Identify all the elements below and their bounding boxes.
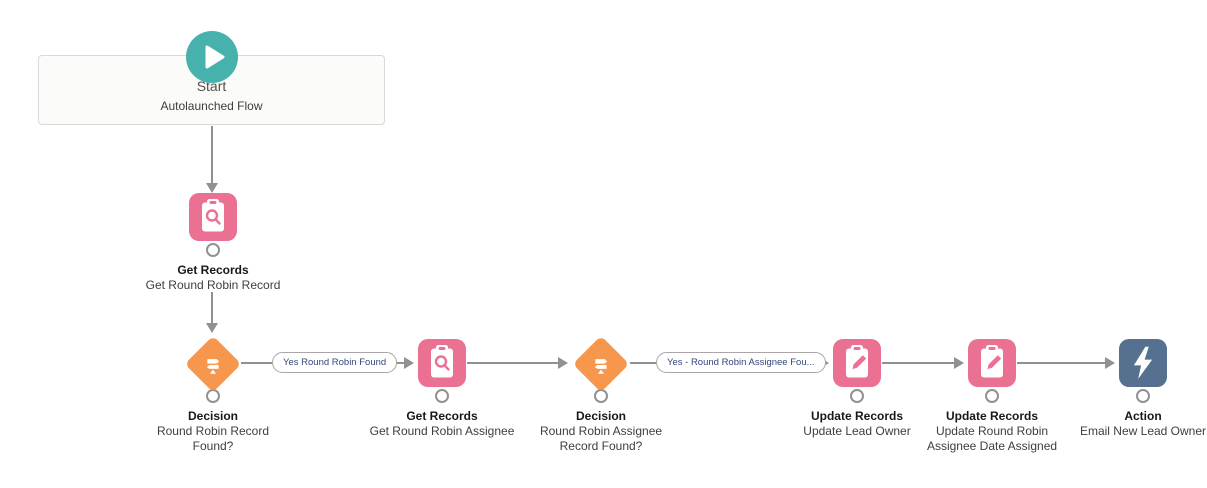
- connector-line: [630, 362, 656, 364]
- connector-port[interactable]: [435, 389, 449, 403]
- flow-node-get-round-robin-record[interactable]: Get Records Get Round Robin Record: [113, 193, 313, 293]
- clipboard-pencil-icon[interactable]: [833, 339, 881, 387]
- connector-port[interactable]: [1136, 389, 1150, 403]
- clipboard-search-icon[interactable]: [418, 339, 466, 387]
- connector-port[interactable]: [206, 389, 220, 403]
- node-title: Update Records: [945, 409, 1039, 423]
- connector-port[interactable]: [594, 389, 608, 403]
- node-label: Assignee Date Assigned: [926, 439, 1058, 453]
- signpost-icon[interactable]: [572, 335, 630, 392]
- connector-arrowhead: [558, 357, 568, 369]
- connector-line: [211, 126, 213, 183]
- connector-port[interactable]: [850, 389, 864, 403]
- start-title: Start: [196, 78, 227, 94]
- connector-port[interactable]: [985, 389, 999, 403]
- connector-line: [241, 362, 272, 364]
- node-label: Get Round Robin Record: [145, 278, 281, 292]
- flow-node-update-round-robin-assignee-date-assigned[interactable]: Update Records Update Round Robin Assign…: [892, 339, 1092, 454]
- flow-node-email-new-lead-owner[interactable]: Action Email New Lead Owner: [1043, 339, 1207, 439]
- connector-arrowhead: [404, 357, 414, 369]
- node-label: Update Lead Owner: [803, 424, 911, 438]
- flow-node-round-robin-record-found[interactable]: Decision Round Robin Record Found?: [113, 335, 313, 454]
- node-title: Get Records: [177, 263, 249, 277]
- connector-line: [1017, 362, 1106, 364]
- signpost-icon[interactable]: [184, 335, 242, 392]
- flow-node-round-robin-assignee-record-found[interactable]: Decision Round Robin Assignee Record Fou…: [501, 335, 701, 454]
- node-label: Record Found?: [559, 439, 643, 453]
- connector-port[interactable]: [206, 243, 220, 257]
- connector-arrowhead: [954, 357, 964, 369]
- clipboard-search-icon[interactable]: [189, 193, 237, 241]
- play-icon[interactable]: [186, 31, 238, 83]
- node-label: Get Round Robin Assignee: [369, 424, 515, 438]
- node-label: Update Round Robin: [935, 424, 1049, 438]
- connector-label-yes-round-robin-found[interactable]: Yes Round Robin Found: [272, 352, 398, 373]
- node-label: Email New Lead Owner: [1079, 424, 1207, 438]
- connector-arrowhead: [206, 183, 218, 193]
- connector-line: [467, 362, 559, 364]
- flow-node-update-lead-owner[interactable]: Update Records Update Lead Owner: [757, 339, 957, 439]
- node-title: Decision: [187, 409, 238, 423]
- connector-arrowhead: [1105, 357, 1115, 369]
- connector-label-yes-round-robin-assignee-found[interactable]: Yes - Round Robin Assignee Fou...: [656, 352, 826, 373]
- connector-line: [211, 292, 213, 323]
- clipboard-pencil-icon[interactable]: [968, 339, 1016, 387]
- node-title: Get Records: [406, 409, 478, 423]
- node-title: Decision: [575, 409, 626, 423]
- node-label: Found?: [192, 439, 234, 453]
- connector-line: [882, 362, 955, 364]
- node-label: Round Robin Assignee: [539, 424, 663, 438]
- play-glyph: [205, 45, 225, 69]
- node-title: Action: [1124, 409, 1162, 423]
- start-subtitle: Autolaunched Flow: [160, 99, 263, 113]
- lightning-icon[interactable]: [1119, 339, 1167, 387]
- connector-arrowhead: [206, 323, 218, 333]
- node-label: Round Robin Record: [156, 424, 270, 438]
- flow-node-get-round-robin-assignee[interactable]: Get Records Get Round Robin Assignee: [342, 339, 542, 439]
- node-title: Update Records: [810, 409, 904, 423]
